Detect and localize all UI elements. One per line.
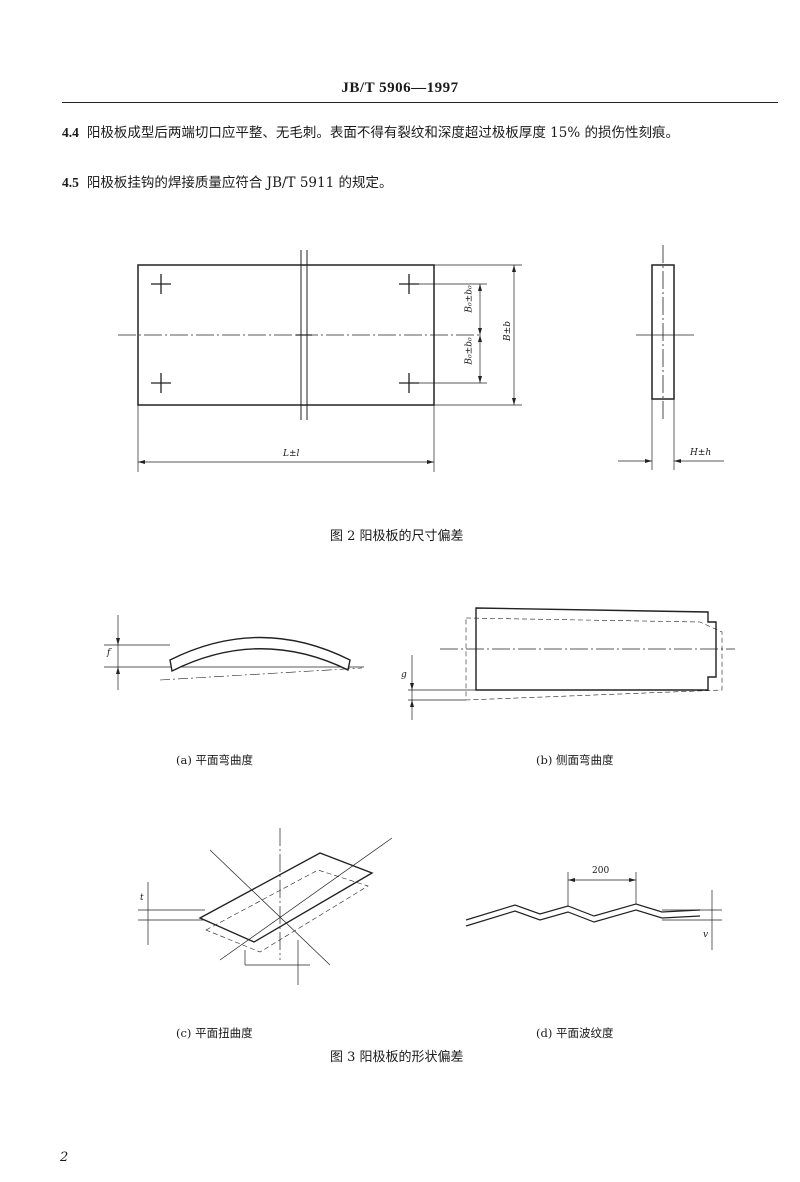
length-label: L±l xyxy=(283,449,300,459)
paragraph-4-5: 4.5 阳极板挂钩的焊接质量应符合 JB/T 5911 的规定。 xyxy=(62,172,780,194)
document-header: JB/T 5906—1997 xyxy=(341,80,459,96)
subfigure-a-caption: (a) 平面弯曲度 xyxy=(176,753,253,767)
twist-dim-label: t xyxy=(140,893,144,903)
clause-number: 4.5 xyxy=(62,175,79,190)
half-width-bottom-label: B₀±b₀ xyxy=(464,337,475,365)
subfigure-b-caption: (b) 侧面弯曲度 xyxy=(536,753,614,767)
figure-3-caption: 图 3 阳极板的形状偏差 xyxy=(330,1050,464,1065)
thickness-label: H±h xyxy=(690,448,712,458)
figure-3c-drawing xyxy=(138,828,393,985)
half-width-top-label: B₀±b₀ xyxy=(464,285,475,313)
figure-3d-drawing xyxy=(465,872,722,950)
paragraph-4-4: 4.4 阳极板成型后两端切口应平整、无毛刺。表面不得有裂纹和深度超过极板厚度 15… xyxy=(62,122,780,144)
plate-side-view xyxy=(651,264,675,400)
subfigure-d-caption: (d) 平面波纹度 xyxy=(536,1026,614,1040)
wave-span-label: 200 xyxy=(592,866,610,876)
figure-3b-drawing xyxy=(408,607,735,720)
clause-text: 阳极板成型后两端切口应平整、无毛刺。表面不得有裂纹和深度超过极板厚度 15% 的… xyxy=(86,125,679,141)
figure-2-caption: 图 2 阳极板的尺寸偏差 xyxy=(330,529,464,544)
flatness-dim-label: f xyxy=(107,648,111,658)
hole-marks xyxy=(151,274,419,393)
width-label: B±b xyxy=(502,321,513,341)
page-number: 2 xyxy=(60,1150,69,1165)
clause-number: 4.4 xyxy=(62,125,79,140)
clause-text: 阳极板挂钩的焊接质量应符合 JB/T 5911 的规定。 xyxy=(86,175,393,191)
side-bend-dim-label: g xyxy=(401,670,407,680)
header-rule xyxy=(62,102,778,103)
wave-dim-label: v xyxy=(703,930,709,940)
figure-3a-drawing xyxy=(104,615,364,690)
subfigure-c-caption: (c) 平面扭曲度 xyxy=(176,1026,253,1040)
